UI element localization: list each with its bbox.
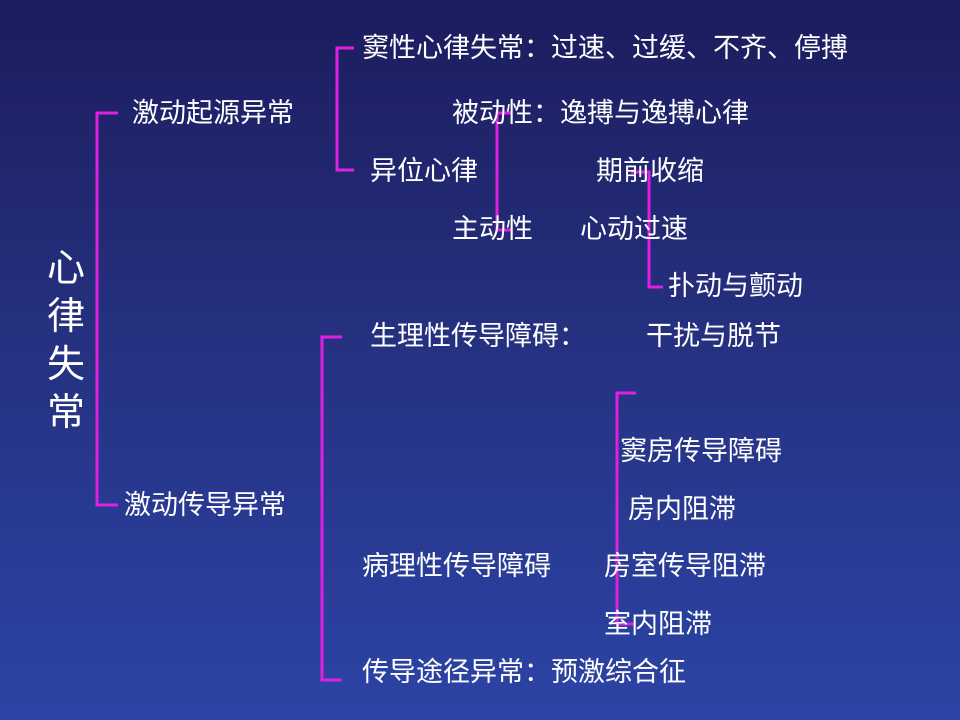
pathologic-conduction-label: 病理性传导障碍 xyxy=(362,551,551,582)
tachycardia-label: 心动过速 xyxy=(580,214,688,245)
conduction-abnormality-label: 激动传导异常 xyxy=(124,490,286,521)
bracket-conduction xyxy=(320,335,342,682)
passive-label: 被动性：逸搏与逸搏心律 xyxy=(452,98,749,129)
bracket-origin xyxy=(335,46,354,172)
interference-dissociation-label: 干扰与脱节 xyxy=(646,321,781,352)
av-block-label: 房室传导阻滞 xyxy=(604,551,766,582)
sinus-arrhythmia-label: 窦性心律失常：过速、过缓、不齐、停搏 xyxy=(362,33,848,64)
root-label: 心律失常 xyxy=(46,246,85,434)
bracket-root xyxy=(95,111,118,507)
pathway-abnormality-label: 传导途径异常：预激综合征 xyxy=(362,657,686,688)
physiologic-conduction-label: 生理性传导障碍： xyxy=(370,321,586,352)
ectopic-rhythm-label: 异位心律 xyxy=(370,156,478,187)
sa-block-label: 窦房传导障碍 xyxy=(620,436,782,467)
intra-atrial-block-label: 房内阻滞 xyxy=(628,494,736,525)
flutter-fibrillation-label: 扑动与颤动 xyxy=(668,271,803,302)
premature-contraction-label: 期前收缩 xyxy=(596,156,704,187)
origin-abnormality-label: 激动起源异常 xyxy=(132,98,294,129)
active-label: 主动性 xyxy=(452,214,533,245)
intraventricular-block-label: 室内阻滞 xyxy=(604,609,712,640)
